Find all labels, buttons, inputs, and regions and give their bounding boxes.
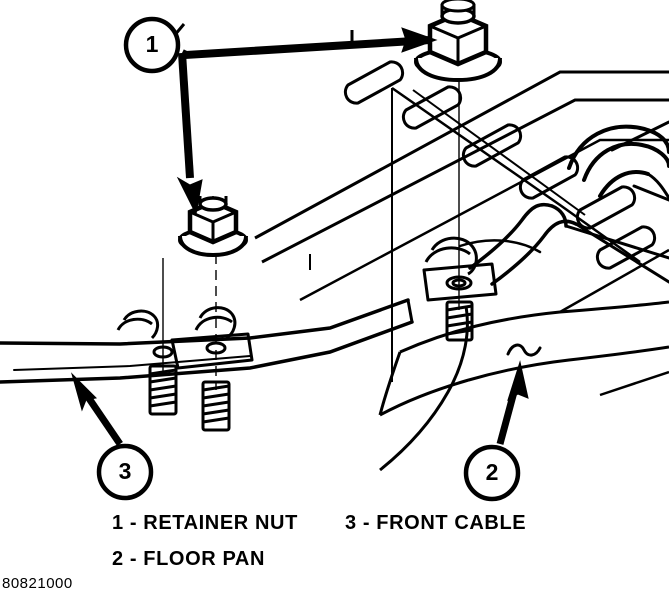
cable-loops-right [567,120,669,202]
bent-tube [458,202,669,286]
legend-item-2: 2 - FLOOR PAN [112,548,265,570]
legend-item-1: 1 - RETAINER NUT [112,512,298,534]
callout-circle-3 [96,443,154,501]
figure-id: 80821000 [2,575,73,591]
retainer-nut-lower [178,196,248,258]
callout-number-3: 3 [118,458,132,484]
leader-line-callout-1 [172,23,438,216]
callout-circle-1 [123,16,181,74]
floor-pan-slots [343,60,657,270]
legend-item-3: 3 - FRONT CABLE [345,512,527,534]
callout-circle-2 [463,444,521,502]
cable-bracket-right [422,236,498,302]
callout-number-1: 1 [145,31,159,57]
leader-arrow-callout-2 [496,343,542,445]
leader-arrow-callout-3 [71,372,123,446]
callout-number-2: 2 [485,459,499,485]
retainer-nut-upper [414,0,502,83]
callout-circles [96,16,521,502]
